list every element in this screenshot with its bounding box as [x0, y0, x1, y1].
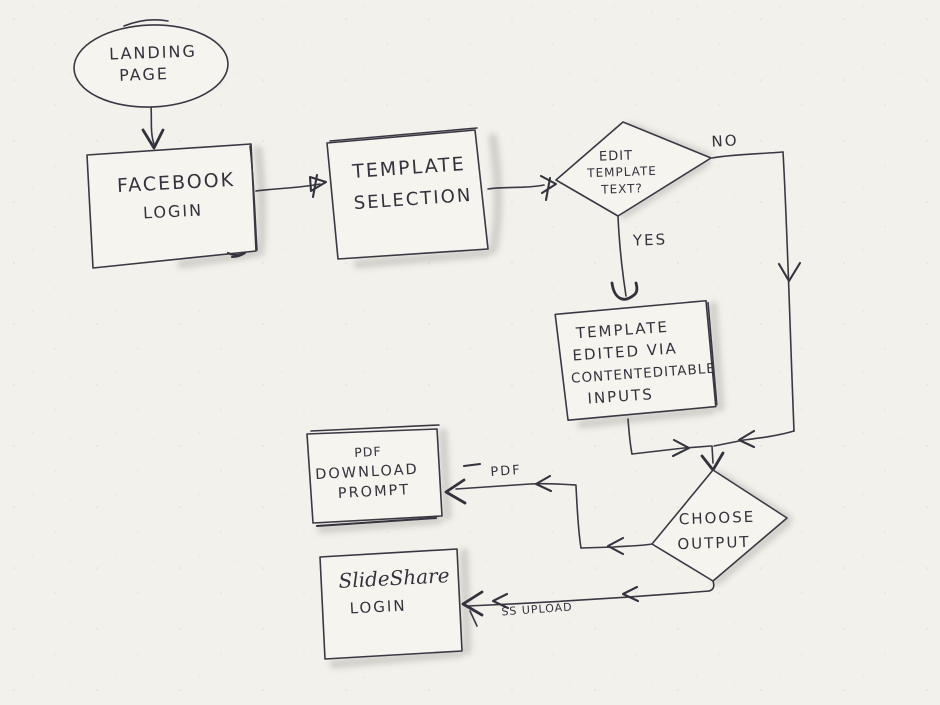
landing-page-ellipse: [73, 24, 229, 108]
edge-line-up: [575, 485, 582, 549]
edge-pdf: PDF: [444, 462, 653, 556]
edge-line: [487, 184, 545, 190]
node-facebook-login: FACEBOOK LOGIN: [86, 143, 258, 269]
edit-template-diamond: [555, 121, 712, 217]
node-pdf-download-prompt: PDF DOWNLOAD PROMPT: [306, 424, 443, 528]
arrowhead-tail: [469, 610, 478, 627]
edge-facebook-to-template: [255, 173, 328, 199]
edge-layer: YES NO PDF: [141, 105, 802, 627]
slideshare-login-label-1: SlideShare: [338, 563, 450, 593]
arrowhead-right: [539, 174, 558, 202]
landing-page-retrace-stroke: [123, 19, 169, 27]
node-template-selection: TEMPLATE SELECTION: [326, 127, 489, 260]
arrowhead-right: [308, 173, 328, 199]
edge-template-to-decision: [487, 174, 558, 202]
edge-label-yes: YES: [632, 230, 668, 249]
arrowhead-hook-down: [610, 281, 639, 301]
pdf-prompt-label-1: PDF: [354, 444, 382, 460]
arrowhead-down: [141, 128, 165, 150]
facebook-login-retrace: [249, 145, 258, 251]
facebook-login-box: [86, 143, 257, 269]
edge-yes: YES: [610, 215, 668, 301]
template-edited-retrace: [707, 301, 718, 406]
edge-landing-to-facebook: [141, 105, 165, 150]
template-edited-shadow: [577, 301, 725, 429]
edge-ss-upload: SS UPLOAD: [461, 580, 715, 627]
arrowhead-left: [621, 585, 640, 603]
node-edit-template-text: EDIT TEMPLATE TEXT?: [555, 121, 712, 217]
edit-template-label-3: TEXT?: [600, 181, 643, 196]
edge-line-down: [708, 580, 715, 592]
edge-label-no: NO: [711, 131, 739, 150]
template-edited-box: [554, 299, 717, 421]
edge-line-top: [711, 151, 784, 159]
choose-output-label-2: OUTPUT: [677, 533, 751, 554]
facebook-login-corner-scribble: [226, 251, 247, 259]
edge-label-pdf: PDF: [490, 463, 522, 480]
landing-page-label-1: LANDING: [109, 41, 197, 63]
edge-line: [150, 105, 155, 145]
edit-template-label-1: EDIT: [599, 148, 634, 164]
pdf-prompt-shadow: [317, 428, 452, 534]
edit-template-label-2: TEMPLATE: [586, 164, 657, 180]
arrowhead-left-big: [444, 478, 467, 505]
stray-tick: [462, 462, 482, 468]
pdf-prompt-label-2: DOWNLOAD: [315, 462, 419, 483]
template-selection-shadow: [353, 133, 503, 269]
facebook-login-label-2: LOGIN: [143, 200, 204, 222]
slideshare-login-label-2: LOGIN: [349, 597, 407, 618]
node-template-edited: TEMPLATE EDITED VIA CONTENTEDITABLE INPU…: [554, 299, 718, 421]
landing-page-label-2: PAGE: [119, 64, 169, 85]
node-slideshare-login: SlideShare LOGIN: [319, 548, 463, 660]
arrowhead-right: [671, 438, 691, 458]
edge-label-ss-upload: SS UPLOAD: [501, 601, 573, 619]
node-choose-output: CHOOSE OUTPUT: [651, 469, 788, 582]
choose-output-diamond: [651, 469, 788, 582]
merge-stem: [711, 445, 714, 464]
edge-line: [617, 215, 627, 297]
pdf-prompt-label-3: PROMPT: [338, 482, 411, 502]
template-selection-retrace: [329, 127, 478, 142]
pdf-prompt-retrace-bottom: [315, 516, 438, 528]
pdf-prompt-retrace-top: [310, 424, 440, 432]
edge-line-to-merge: [713, 430, 795, 447]
edge-line-to-merge: [631, 445, 712, 455]
arrowhead-left: [534, 474, 553, 493]
template-edited-label-4: INPUTS: [587, 385, 654, 408]
arrowhead-left: [737, 429, 756, 449]
arrowhead-left-big: [461, 590, 484, 617]
arrowhead-left: [491, 592, 510, 610]
arrowhead-down: [777, 261, 802, 283]
arrowhead-left: [606, 536, 625, 556]
node-landing-page: LANDING PAGE: [73, 19, 229, 108]
edge-no: NO: [711, 131, 802, 449]
edge-line-left: [580, 543, 653, 549]
pdf-prompt-box: [306, 428, 443, 524]
choose-output-label-1: CHOOSE: [679, 508, 756, 529]
edge-line-down: [627, 418, 633, 455]
slideshare-login-box: [319, 548, 463, 660]
template-selection-box: [326, 129, 489, 260]
edge-line-left2: [455, 482, 577, 490]
